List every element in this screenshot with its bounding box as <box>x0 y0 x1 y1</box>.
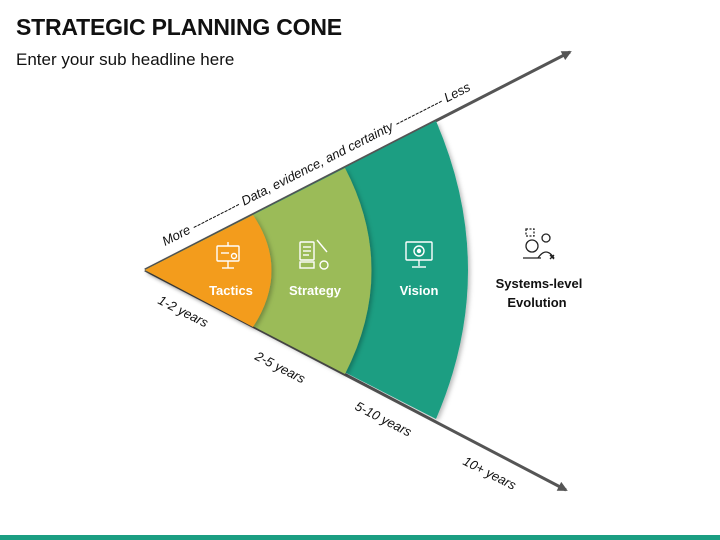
page-title: STRATEGIC PLANNING CONE <box>16 14 342 40</box>
document-checklist-icon <box>299 239 329 270</box>
presentation-board-icon <box>216 242 240 269</box>
band-label-vision: Vision <box>400 283 439 298</box>
page-subtitle: Enter your sub headline here <box>16 50 235 69</box>
band-label-strategy: Strategy <box>289 283 342 298</box>
time-label-2-5-years: 2-5 years <box>252 348 308 387</box>
footer-accent-bar <box>0 535 720 540</box>
band-tactics <box>145 215 272 327</box>
upper-axis-arrow <box>144 50 572 272</box>
outer-label-line2: Evolution <box>507 295 566 310</box>
outer-label-line1: Systems-level <box>496 276 583 291</box>
person-thinking-icon <box>523 228 555 260</box>
monitor-target-icon <box>405 241 433 268</box>
band-label-tactics: Tactics <box>209 283 253 298</box>
